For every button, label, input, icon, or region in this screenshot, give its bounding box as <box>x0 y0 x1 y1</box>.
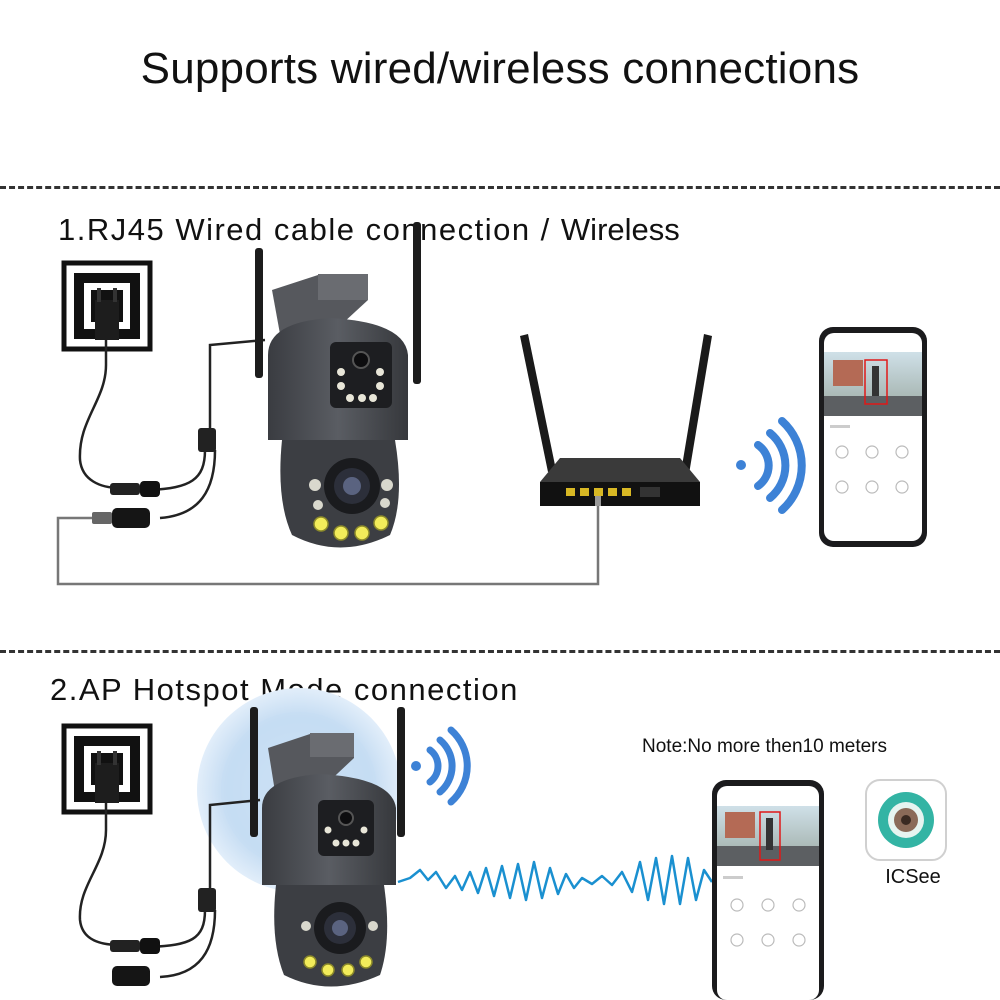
smartphone-2 <box>712 780 824 1000</box>
wifi-signal-icon <box>736 417 806 514</box>
antenna-right <box>413 222 421 384</box>
antenna-left <box>255 248 263 378</box>
router-antenna-right <box>680 334 712 480</box>
section-2-number: 2 <box>50 672 69 707</box>
wireless-signal-wave <box>397 854 714 906</box>
power-cable <box>78 338 266 520</box>
ptz-camera <box>255 222 421 548</box>
icsee-app-icon[interactable] <box>865 779 947 861</box>
dc-connector-2 <box>110 938 160 954</box>
wifi-router <box>520 334 712 506</box>
ethernet-cable <box>56 500 600 586</box>
cable-splitter-2 <box>198 888 216 912</box>
section-1-number: 1. <box>58 212 87 247</box>
rj45-connector-2 <box>112 966 150 986</box>
distance-note: Note:No more then10 meters <box>642 736 888 757</box>
page-title: Supports wired/wireless connections <box>140 44 860 93</box>
hotspot-wifi-icon <box>411 726 471 806</box>
rj45-connector <box>92 508 150 528</box>
section-divider-2 <box>0 650 1000 653</box>
section-1-title: RJ45 Wired cable connection / <box>86 212 561 247</box>
power-socket-icon-2 <box>61 723 153 815</box>
smartphone <box>819 327 927 547</box>
section-divider-1 <box>0 186 1000 189</box>
router-antenna-left <box>520 334 556 472</box>
ptz-camera-2 <box>250 707 405 987</box>
app-name-label: ICSee <box>885 866 941 888</box>
power-cable-2 <box>78 798 261 979</box>
power-socket-icon <box>61 260 153 352</box>
cable-splitter <box>198 428 216 452</box>
section-1-heading: 1.RJ45 Wired cable connection / Wireless <box>58 212 680 248</box>
section-1-title-end: Wireless <box>560 212 680 247</box>
dc-connector <box>110 481 160 497</box>
